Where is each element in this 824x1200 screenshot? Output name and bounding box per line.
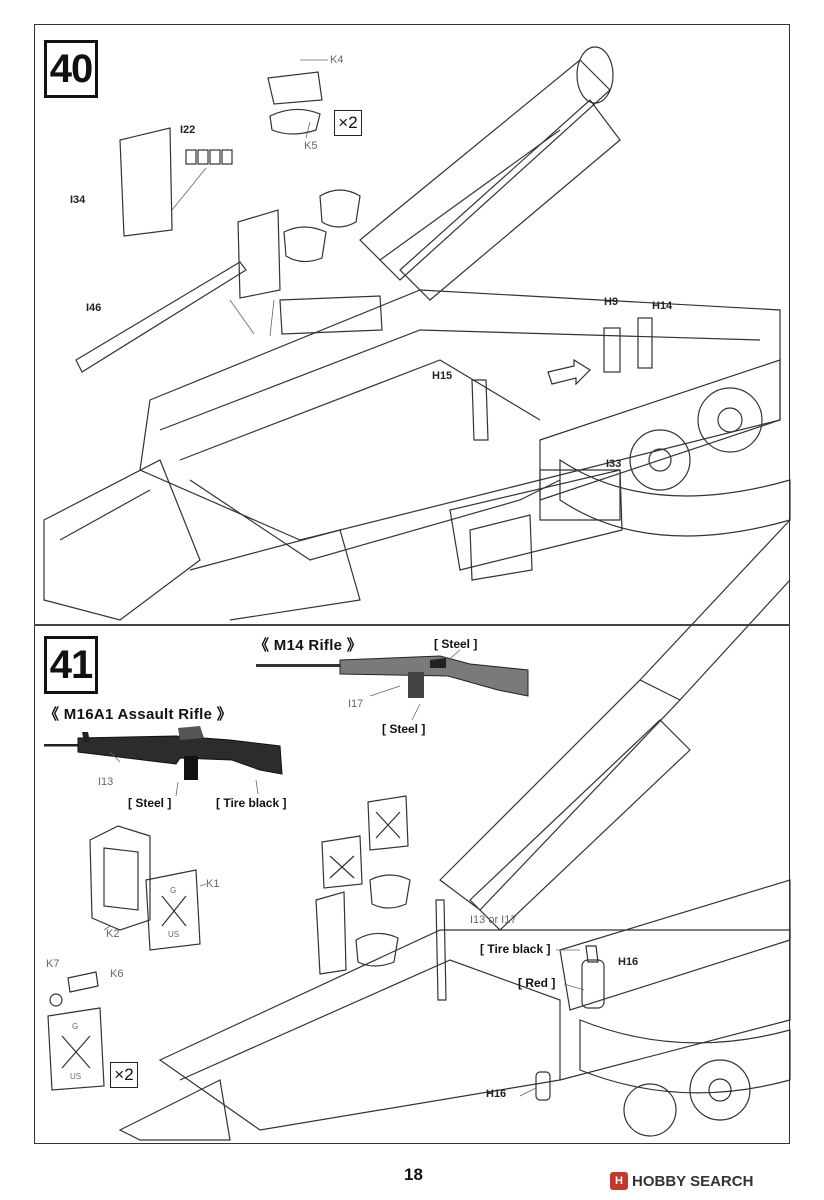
can-mark-us: US [168,930,180,939]
m16a1-rifle-title: 《 M16A1 Assault Rifle 》 [44,706,233,723]
step-number-text: 41 [49,642,93,687]
part-label-h16-lower: H16 [486,1088,507,1100]
can-mark-us: US [70,1072,82,1081]
part-label-k7: K7 [46,958,60,970]
part-label-i13: I13 [98,776,114,788]
part-label-h15: H15 [432,370,453,382]
part-label-i46: I46 [86,302,102,314]
part-label-i34: I34 [70,194,86,206]
part-label-i17: I17 [348,698,364,710]
can-mark-g: G [170,886,177,895]
paint-red: [ Red ] [518,976,556,990]
part-label-k4: K4 [330,54,344,66]
part-label-k6: K6 [110,968,124,980]
watermark-text: HOBBY SEARCH [632,1172,754,1190]
part-label-k2: K2 [106,928,120,940]
step-number-40: 40 [44,40,98,98]
watermark: H HOBBY SEARCH [610,1172,753,1190]
can-mark-g: G [72,1022,79,1031]
m14-paint-steel-top: [ Steel ] [434,637,478,651]
instruction-frame [34,24,790,1144]
step-divider [34,624,790,626]
watermark-logo-icon: H [610,1172,628,1190]
step-number-41: 41 [44,636,98,694]
part-label-h9: H9 [604,296,619,308]
m14-paint-steel-bottom: [ Steel ] [382,722,426,736]
part-label-i22: I22 [180,124,196,136]
multiplier-badge: ×2 [110,1062,138,1088]
m16a1-rifle-drawing [44,726,283,780]
part-label-i33: I33 [606,458,622,470]
part-label-k5: K5 [304,140,318,152]
paint-tire-black: [ Tire black ] [480,942,551,956]
part-label-h14: H14 [652,300,673,312]
step-number-text: 40 [49,46,93,91]
part-label-i13-or-i17: I13 or I17 [470,914,517,926]
part-label-k1: K1 [206,878,220,890]
multiplier-text: ×2 [338,113,358,132]
page-number: 18 [404,1165,423,1184]
m16a1-paint-steel: [ Steel ] [128,796,172,810]
multiplier-text: ×2 [114,1065,134,1084]
part-label-h16: H16 [618,956,639,968]
multiplier-badge: ×2 [334,110,362,136]
m14-rifle-drawing [256,655,529,698]
m14-rifle-title: 《 M14 Rifle 》 [254,637,363,654]
m16a1-paint-tire-black: [ Tire black ] [216,796,287,810]
